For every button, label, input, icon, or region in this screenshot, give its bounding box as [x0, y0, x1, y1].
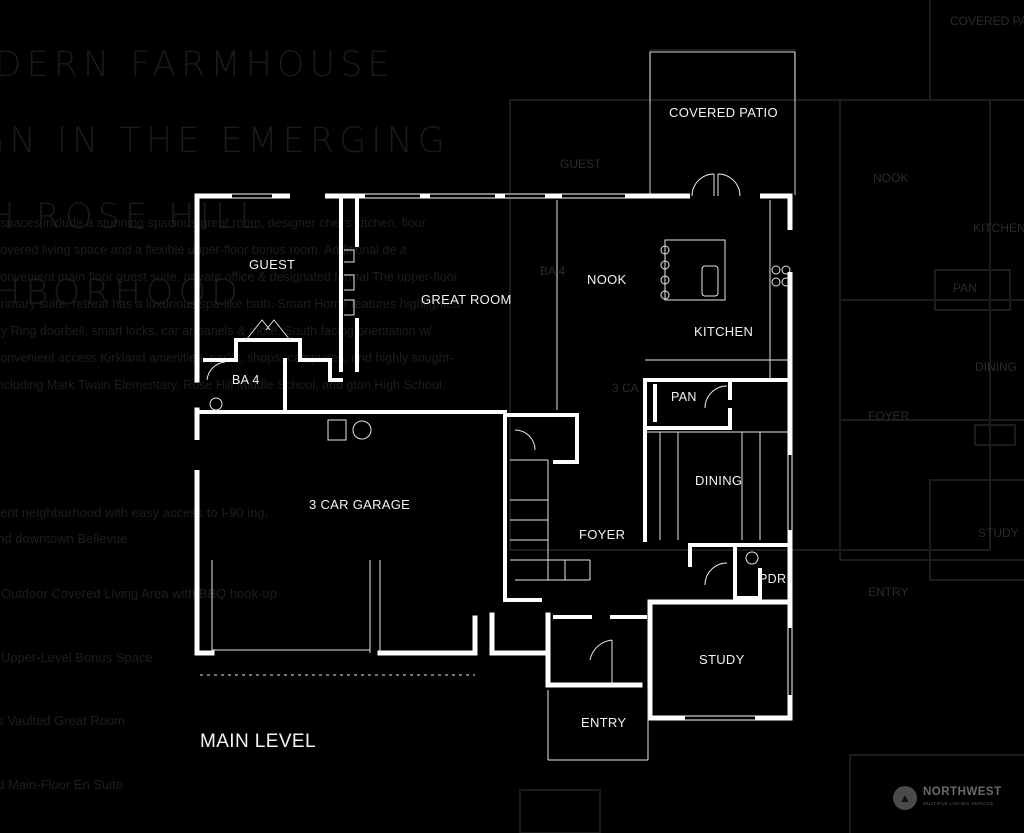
room-label-guest: GUEST — [249, 257, 296, 272]
ghost-room-label: 3 CA — [612, 381, 639, 395]
interior-walls — [195, 194, 792, 619]
ghost-room-label: FOYER — [868, 409, 910, 423]
background-bullet: us Vaulted Great Room — [0, 713, 125, 728]
nwmls-logo-icon: ▲ — [893, 786, 917, 810]
background-bullet: e Outdoor Covered Living Area with BBQ h… — [0, 586, 277, 601]
background-bullet: e Upper-Level Bonus Space — [0, 650, 153, 665]
ghost-room-label: DINING — [975, 360, 1017, 374]
ghost-room-label: COVERED PATIO — [950, 14, 1024, 28]
room-label-study: STUDY — [699, 652, 745, 667]
nwmls-logo: ▲ NORTHWEST MULTIPLE LISTING SERVICE — [893, 786, 1002, 810]
background-title-line: IGN IN THE EMERGING — [0, 121, 450, 161]
room-label-entry: ENTRY — [581, 715, 627, 730]
room-label-garage: 3 CAR GARAGE — [309, 497, 411, 512]
room-label-ba4: BA 4 — [232, 373, 260, 387]
exterior-walls — [194, 193, 793, 721]
ghost-room-label: BA 4 — [540, 264, 566, 278]
background-bullet: ed Main-Floor En Suite — [0, 777, 123, 792]
ghost-plan — [509, 0, 1024, 833]
ghost-room-label: PAN — [953, 281, 977, 295]
covered-patio-outline — [649, 51, 796, 195]
ghost-room-label: NOOK — [873, 171, 909, 185]
level-title: MAIN LEVEL — [200, 731, 316, 752]
logo-subtitle: MULTIPLE LISTING SERVICE — [923, 801, 994, 806]
ghost-room-label: GUEST — [560, 157, 602, 171]
window-panes — [232, 193, 793, 721]
room-label-powder: PDR — [759, 572, 787, 586]
background-title-line: TH ROSE HILL — [0, 197, 264, 237]
room-label-covered-patio: COVERED PATIO — [669, 105, 778, 120]
ghost-room-label: ENTRY — [868, 585, 909, 599]
room-label-nook: NOOK — [587, 272, 627, 287]
room-label-kitchen: KITCHEN — [694, 324, 754, 339]
room-label-dining: DINING — [695, 473, 743, 488]
logo-brand: NORTHWEST — [923, 786, 1002, 798]
room-label-pantry: PAN — [671, 390, 697, 404]
ghost-room-label: STUDY — [978, 526, 1019, 540]
room-label-foyer: FOYER — [579, 527, 626, 542]
background-title: ODERN FARMHOUSE IGN IN THE EMERGING TH R… — [0, 8, 450, 350]
window-gaps — [194, 193, 793, 721]
ghost-room-label: KITCHEN — [973, 221, 1024, 235]
interior-details — [200, 173, 791, 761]
background-title-line: ODERN FARMHOUSE — [0, 45, 395, 85]
background-bullet: nient neighborhood with easy access to I… — [0, 505, 269, 546]
room-label-great-room: GREAT ROOM — [421, 292, 512, 307]
